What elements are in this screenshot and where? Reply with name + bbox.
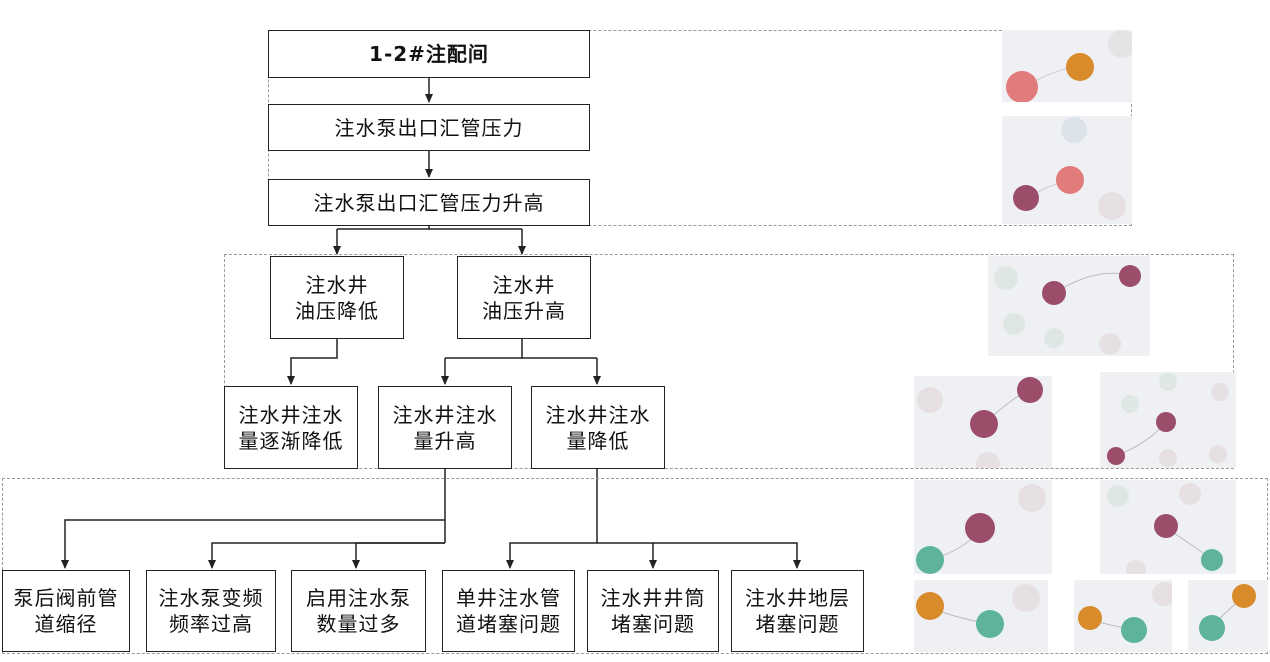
- node-station[interactable]: 1-2#注配间: [268, 30, 590, 78]
- node-cause-valve-diameter[interactable]: 泵后阀前管 道缩径: [2, 570, 130, 652]
- region-bottom: [2, 478, 1268, 654]
- graph-thumbnail-3: [988, 256, 1150, 356]
- node-well-oil-pressure-drop[interactable]: 注水井 油压降低: [270, 256, 404, 339]
- node-cause-single-well-block[interactable]: 单井注水管 道堵塞问题: [442, 570, 575, 652]
- node-injection-drop[interactable]: 注水井注水 量降低: [531, 386, 665, 469]
- node-cause-wellbore-block[interactable]: 注水井井筒 堵塞问题: [587, 570, 719, 652]
- edge-rise-to-split: [337, 226, 430, 230]
- graph-thumbnail-5: [1100, 372, 1236, 468]
- edge-oil-drop-to-gradual: [287, 339, 338, 385]
- graph-thumbnail-1: [1002, 30, 1132, 102]
- graph-thumbnail-7: [1100, 480, 1236, 574]
- node-cause-too-many-pumps[interactable]: 启用注水泵 数量过多: [291, 570, 426, 652]
- graph-thumbnail-8: [914, 580, 1048, 652]
- graph-thumbnail-9: [1074, 580, 1172, 652]
- node-cause-vfd-high[interactable]: 注水泵变频 频率过高: [146, 570, 276, 652]
- node-cause-formation-block[interactable]: 注水井地层 堵塞问题: [731, 570, 864, 652]
- node-pump-pressure[interactable]: 注水泵出口汇管压力: [268, 104, 590, 151]
- graph-thumbnail-10: [1188, 580, 1268, 652]
- graph-thumbnail-2: [1002, 116, 1132, 224]
- region-middle: [224, 254, 1234, 469]
- graph-thumbnail-4: [914, 376, 1052, 468]
- node-pump-pressure-rise[interactable]: 注水泵出口汇管压力升高: [268, 179, 590, 226]
- node-injection-gradual-drop[interactable]: 注水井注水 量逐渐降低: [224, 386, 358, 469]
- node-injection-rise[interactable]: 注水井注水 量升高: [378, 386, 512, 469]
- node-well-oil-pressure-rise[interactable]: 注水井 油压升高: [457, 256, 591, 339]
- graph-thumbnail-6: [914, 480, 1052, 574]
